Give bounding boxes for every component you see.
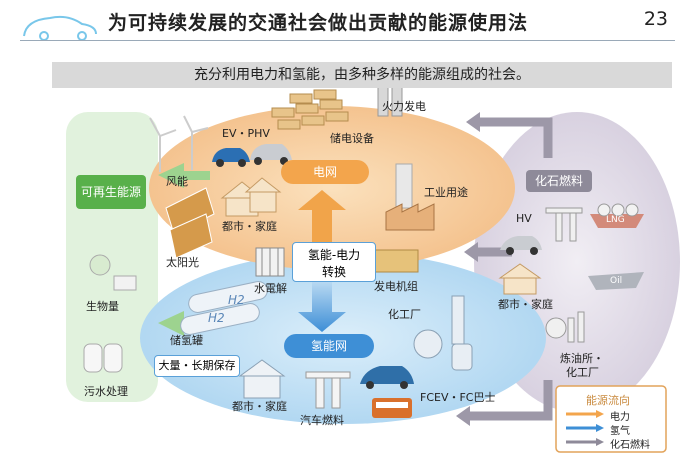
label-electrolysis: 水電解 [254, 282, 287, 295]
hv-car-icon [500, 236, 542, 255]
fuel-station-icon [305, 371, 351, 409]
fossil-fuel-box: 化石燃料 [526, 170, 592, 192]
renewable-arrow-up [158, 163, 210, 188]
subtitle-banner: 充分利用电力和氢能，由多种多样的能源组成的社会。 [52, 62, 672, 88]
legend-box [555, 385, 667, 453]
legend-item-fossil: 化石燃料 [610, 440, 650, 451]
renewable-energy-box: 可再生能源 [76, 175, 146, 209]
refinery-icon [545, 311, 585, 343]
label-power-storage: 储电设备 [330, 132, 374, 145]
legend-title: 能源流向 [586, 394, 630, 407]
solar-panel-icon [165, 187, 215, 259]
label-conversion-2: 转换 [321, 265, 346, 279]
label-ev-phv: EV・PHV [222, 127, 270, 140]
conversion-box: 氢能-电力 转换 [292, 242, 376, 282]
label-fuel-station: 汽车燃料 [300, 414, 344, 427]
label-conversion: 氢能-电力 [307, 248, 361, 262]
sewage-tank-icon [83, 343, 123, 373]
battery-storage-icon [271, 89, 349, 130]
arrow-down-blue [298, 282, 346, 332]
label-h2-tank: 储氢罐 [170, 334, 203, 347]
label-fcev: FCEV・FC巴士 [420, 391, 496, 404]
label-industrial-use: 工业用途 [424, 186, 468, 199]
power-grid-box: 电网 [281, 160, 369, 184]
label-urban-home-bottom: 都市・家庭 [232, 400, 287, 413]
factory-icon [385, 163, 435, 231]
house-top-icon [220, 177, 282, 217]
label-chemical-plant: 化工厂 [388, 308, 421, 321]
hydrogen-tank-icon [180, 281, 268, 335]
house-bottom-icon [238, 359, 286, 399]
fcev-car-icon [360, 366, 414, 389]
fossil-arrow-bottom [470, 380, 553, 421]
lng-tanker-icon [590, 203, 644, 228]
label-urban-home-right: 都市・家庭 [498, 298, 553, 311]
generator-icon [371, 249, 419, 273]
label-oil: Oil [610, 276, 623, 286]
wind-turbine-icon [149, 115, 209, 172]
label-solar: 太阳光 [166, 256, 199, 269]
gas-station-icon [545, 207, 583, 242]
legend-item-electricity: 电力 [610, 412, 630, 423]
arrow-up-orange [298, 190, 346, 242]
title-divider [20, 40, 675, 41]
fossil-arrow-top [480, 117, 553, 158]
hydrogen-grid-box: 氢能网 [284, 334, 374, 358]
car-logo-icon [23, 15, 97, 41]
label-h2-b: H2 [208, 311, 225, 325]
label-generator: 发电机组 [374, 280, 418, 293]
house-right-icon [498, 263, 542, 295]
legend-item-hydrogen: 氢气 [610, 426, 630, 437]
page-number: 23 [643, 8, 668, 30]
electrolysis-icon [255, 247, 285, 277]
page-title: 为可持续发展的交通社会做出贡献的能源使用法 [108, 12, 529, 34]
label-thermal-power: 火力发电 [382, 100, 426, 113]
label-sewage: 污水处理 [84, 385, 128, 398]
label-refinery: 炼油所・ [560, 352, 604, 365]
bus-icon [372, 398, 412, 418]
label-biomass: 生物量 [86, 300, 119, 313]
label-urban-home-top: 都市・家庭 [222, 220, 277, 233]
oil-tanker-icon [588, 272, 644, 290]
mass-storage-box: 大量・长期保存 [154, 355, 240, 377]
ev-car-icon [212, 144, 292, 167]
label-h2-a: H2 [228, 293, 245, 307]
label-lng: LNG [606, 215, 625, 225]
label-refinery-2: 化工厂 [566, 366, 599, 379]
label-hv: HV [516, 212, 532, 225]
label-wind: 风能 [166, 175, 188, 188]
biomass-icon [89, 254, 137, 291]
chemical-tower-icon [413, 295, 473, 371]
